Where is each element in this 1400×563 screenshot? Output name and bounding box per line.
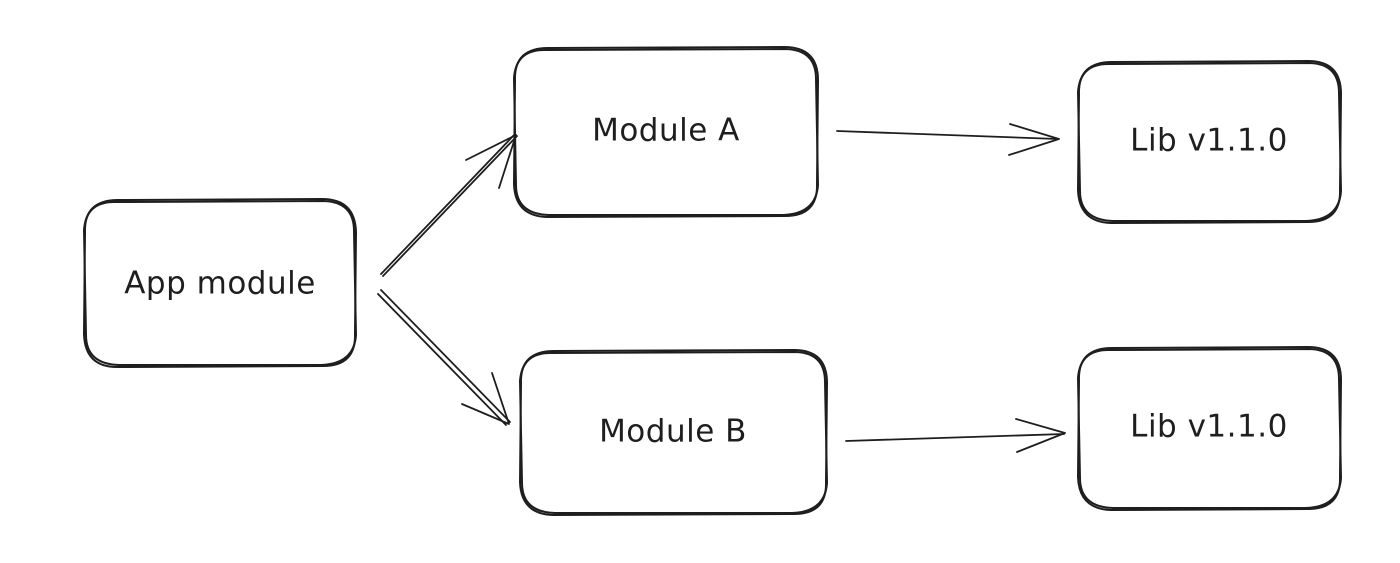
edge-app-to-module-a [380,133,518,277]
edge-app-to-module-b [377,289,511,426]
node-label-module-a: Module A [592,113,740,149]
node-label-lib-bottom: Lib v1.1.0 [1130,409,1288,445]
node-label-app-module: App module [124,266,316,302]
node-label-module-b: Module B [599,414,747,450]
edge-module-b-to-lib [845,418,1066,453]
edge-module-a-to-lib [836,123,1060,156]
node-app-module[interactable]: App module [83,198,357,368]
node-module-b[interactable]: Module B [519,349,828,516]
node-lib-bottom[interactable]: Lib v1.1.0 [1077,346,1342,511]
node-label-lib-top: Lib v1.1.0 [1130,123,1288,159]
node-lib-top[interactable]: Lib v1.1.0 [1077,60,1342,224]
node-module-a[interactable]: Module A [513,46,819,218]
